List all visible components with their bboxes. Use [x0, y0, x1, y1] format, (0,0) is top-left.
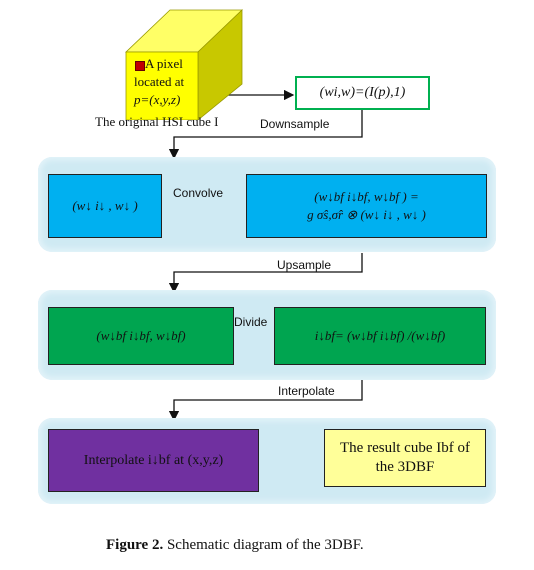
upsampled-grid-box: (w↓bf i↓bf, w↓bf) — [48, 307, 234, 365]
downsampled-grid-text: (w↓ i↓ , w↓ ) — [72, 198, 138, 213]
downsample-formula-box: (wi,w)=(I(p),1) — [295, 76, 430, 110]
arrow-interpolate — [168, 376, 363, 422]
result-cube-line1: The result cube Ibf of — [340, 439, 470, 456]
arrow-upsample — [168, 253, 363, 294]
divide-label: Divide — [234, 315, 268, 329]
convolution-result-line1: (w↓bf i↓bf, w↓bf ) = — [314, 189, 419, 205]
upsample-label: Upsample — [277, 258, 332, 272]
downsample-formula-text: (wi,w)=(I(p),1) — [319, 85, 406, 100]
convolution-result-box: (w↓bf i↓bf, w↓bf ) = g σ̂s,σ̂r ⊗ (w↓ i↓ … — [246, 174, 487, 238]
pixel-label-line2: located at — [134, 74, 185, 89]
downsampled-grid-box: (w↓ i↓ , w↓ ) — [48, 174, 162, 238]
downsample-label: Downsample — [260, 117, 330, 131]
result-cube-line2: the 3DBF — [375, 459, 435, 475]
convolution-result-line2: g σ̂s,σ̂r ⊗ (w↓ i↓ , w↓ ) — [307, 207, 426, 222]
interpolate-text: Interpolate i↓bf at (x,y,z) — [83, 452, 224, 468]
figure-caption-label: Figure 2. — [106, 537, 164, 553]
figure-caption: Figure 2. Schematic diagram of the 3DBF. — [106, 537, 364, 554]
divide-result-text: i↓bf= (w↓bf i↓bf) /(w↓bf) — [314, 328, 446, 343]
arrow-downsample — [168, 110, 363, 160]
result-cube-box: The result cube Ibf of the 3DBF — [324, 429, 486, 487]
pixel-label-line1: A pixel — [145, 56, 183, 71]
cube-caption: The original HSI cube I — [95, 114, 219, 129]
divide-result-box: i↓bf= (w↓bf i↓bf) /(w↓bf) — [274, 307, 486, 365]
interpolate-box: Interpolate i↓bf at (x,y,z) — [48, 429, 259, 492]
upsampled-grid-text: (w↓bf i↓bf, w↓bf) — [96, 328, 186, 343]
pixel-label-line3: p=(x,y,z) — [134, 92, 181, 107]
pixel-marker-icon — [135, 61, 145, 71]
figure-caption-text: Schematic diagram of the 3DBF. — [166, 537, 364, 553]
convolve-label: Convolve — [173, 186, 224, 200]
interpolate-label: Interpolate — [278, 384, 335, 398]
